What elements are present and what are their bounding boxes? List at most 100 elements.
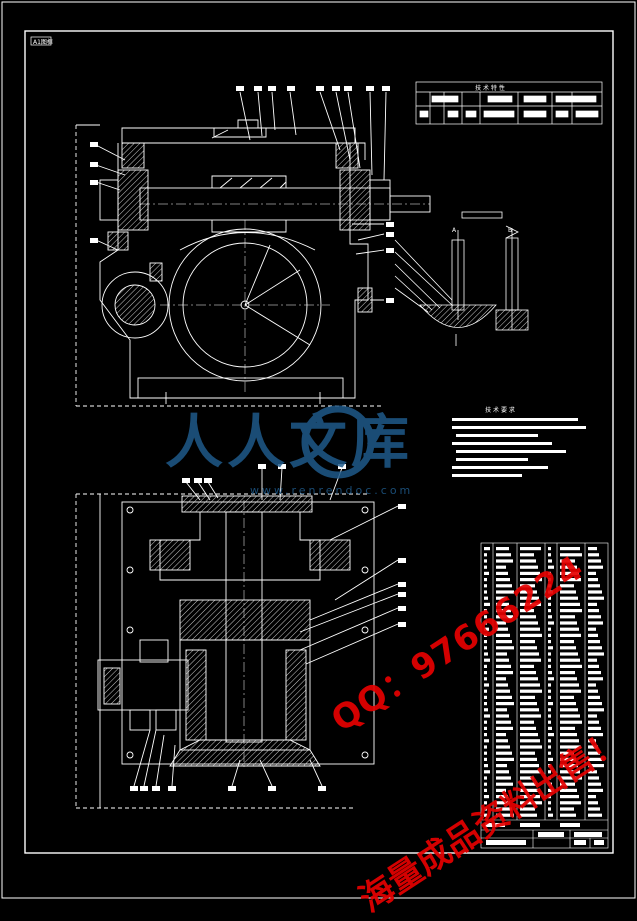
parts-list-cell xyxy=(588,559,601,563)
parts-list-cell xyxy=(548,751,551,755)
parts-list-table xyxy=(480,542,609,849)
parts-list-cell xyxy=(588,726,601,730)
parts-list-cell xyxy=(548,695,551,699)
parts-list-cell xyxy=(484,807,487,811)
detail-views xyxy=(394,211,529,346)
parts-list-cell xyxy=(560,677,577,681)
parts-list-cell xyxy=(520,813,537,817)
parts-list-cell xyxy=(484,602,490,606)
parts-list-cell xyxy=(484,751,487,755)
parts-list-cell xyxy=(520,640,535,644)
parts-list-cell xyxy=(496,664,511,668)
parts-list-cell xyxy=(484,596,488,600)
parts-list-cell xyxy=(548,757,553,761)
parts-list-cell xyxy=(588,671,601,675)
parts-list-cell xyxy=(496,590,514,594)
parts-list-cell xyxy=(484,621,487,625)
parts-list-cell xyxy=(588,553,599,557)
parts-list-cell xyxy=(548,764,551,768)
parts-list-cell xyxy=(484,633,487,637)
parts-list-cell xyxy=(520,689,542,693)
parts-list-cell xyxy=(520,584,535,588)
parts-list-cell xyxy=(496,547,509,551)
parts-list-cell xyxy=(520,565,538,569)
parts-list-cell xyxy=(520,708,539,712)
parts-list-cell xyxy=(496,733,506,737)
parts-list-cell xyxy=(496,602,509,606)
parts-list-cell xyxy=(588,776,599,780)
parts-list-cell xyxy=(520,578,542,582)
parts-list-cell xyxy=(560,689,581,693)
parts-list-cell xyxy=(588,689,598,693)
parts-list-cell xyxy=(560,559,575,563)
parts-list-cell xyxy=(588,602,597,606)
parts-list-cell xyxy=(520,677,538,681)
parts-list-cell xyxy=(548,776,551,780)
parts-list-cell xyxy=(520,553,534,557)
front-section-view xyxy=(75,91,431,407)
parts-list-cell xyxy=(484,640,487,644)
parts-list-cell xyxy=(520,671,536,675)
parts-list-cell xyxy=(484,615,487,619)
parts-list-cell xyxy=(560,571,579,575)
parts-list-cell xyxy=(520,776,534,780)
watermark-site-text: 人人文库 xyxy=(165,408,413,476)
parts-list-cell xyxy=(496,640,512,644)
parts-list-cell xyxy=(588,627,596,631)
parts-list-cell xyxy=(520,547,541,551)
parts-list-cell xyxy=(560,664,582,668)
parts-list-cell xyxy=(560,714,580,718)
parts-list-cell xyxy=(496,658,509,662)
parts-list-cell xyxy=(520,658,541,662)
frame-tag-text: A1图框 xyxy=(33,38,53,46)
parts-list-cell xyxy=(496,702,514,706)
parts-list-cell xyxy=(484,720,487,724)
parts-list-cell xyxy=(520,559,536,563)
parts-list-cell xyxy=(520,633,542,637)
parts-list-cell xyxy=(588,646,602,650)
parts-list-cell xyxy=(588,702,602,706)
parts-list-rows xyxy=(484,547,604,817)
parts-list-cell xyxy=(560,801,581,805)
parts-list-cell xyxy=(496,565,506,569)
parts-list-cell xyxy=(484,689,487,693)
parts-list-cell xyxy=(496,764,507,768)
parts-list-cell xyxy=(484,726,487,730)
parts-list-cell xyxy=(560,621,577,625)
detail-label-a: A xyxy=(452,227,457,234)
parts-list-cell xyxy=(560,652,578,656)
parts-list-cell xyxy=(548,801,551,805)
parts-list-cell xyxy=(548,689,551,693)
parts-list-cell xyxy=(548,788,554,792)
parts-list-cell xyxy=(496,578,510,582)
parts-list-cell xyxy=(484,664,487,668)
parts-list-cell xyxy=(548,726,552,730)
parts-list-cell xyxy=(588,565,603,569)
parts-list-cell xyxy=(496,646,514,650)
parts-list-cell xyxy=(548,590,553,594)
parts-list-cell xyxy=(496,739,508,743)
parts-list-cell xyxy=(520,571,540,575)
parts-list-cell xyxy=(520,745,542,749)
parts-list-cell xyxy=(588,788,603,792)
parts-list-cell xyxy=(520,714,541,718)
parts-list-cell xyxy=(496,807,512,811)
parts-list-cell xyxy=(560,757,576,761)
parts-list-cell xyxy=(520,702,537,706)
parts-list-cell xyxy=(484,795,489,799)
parts-list-cell xyxy=(496,671,513,675)
watermark-logo-ring xyxy=(301,405,375,479)
parts-list-cell xyxy=(484,776,487,780)
title-block-fills xyxy=(485,823,604,845)
parts-list-cell xyxy=(496,757,514,761)
part-balloons-bottom xyxy=(130,464,406,791)
parts-list-cell xyxy=(484,813,487,817)
parts-list-cell xyxy=(484,788,487,792)
parts-list-cell xyxy=(520,720,534,724)
parts-list-cell xyxy=(588,596,604,600)
parts-list-cell xyxy=(588,578,598,582)
parts-list-cell xyxy=(560,795,579,799)
parts-list-cell xyxy=(496,720,511,724)
parts-list-cell xyxy=(548,584,551,588)
parts-list-cell xyxy=(548,677,554,681)
